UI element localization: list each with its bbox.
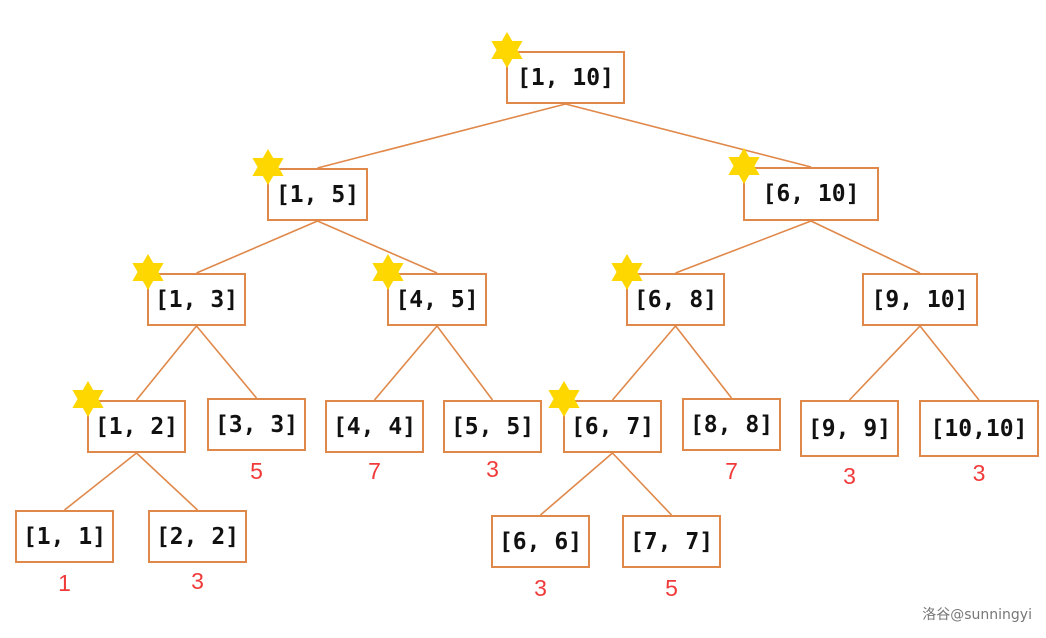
node-label: [2, 2]	[155, 523, 240, 550]
node-label: [1, 2]	[94, 413, 179, 440]
node-label: [1, 1]	[22, 523, 107, 550]
tree-edge	[195, 325, 258, 399]
node-label: [6, 10]	[762, 181, 860, 207]
node-label: [7, 7]	[629, 528, 714, 555]
node-label: [1, 3]	[154, 286, 239, 313]
node-label: [10,10]	[930, 415, 1028, 442]
tree-edge	[919, 325, 980, 401]
star-icon	[728, 147, 760, 185]
tree-node-8-8: [8, 8]	[682, 398, 781, 451]
tree-node-9-10: [9, 10]	[862, 273, 978, 326]
tree-node-4-5: [4, 5]	[387, 273, 487, 326]
node-label: [9, 10]	[871, 286, 969, 313]
node-label: [6, 6]	[498, 528, 583, 555]
node-value: 7	[368, 458, 381, 484]
node-label: [6, 8]	[633, 286, 718, 313]
tree-edge	[135, 452, 199, 511]
watermark: 洛谷@sunningyi	[922, 607, 1032, 623]
tree-node-1-5: [1, 5]	[267, 168, 368, 221]
tree-edge	[539, 452, 614, 516]
star-icon	[252, 148, 284, 186]
node-label: [1, 10]	[517, 64, 614, 91]
node-value: 3	[534, 575, 547, 601]
tree-node-2-2: [2, 2]	[148, 510, 247, 563]
tree-node-6-7: [6, 7]	[563, 400, 662, 453]
node-label: [8, 8]	[689, 411, 774, 438]
tree-node-9-9: [9, 9]	[800, 400, 899, 457]
tree-node-1-2: [1, 2]	[87, 400, 186, 453]
node-value: 3	[843, 463, 856, 489]
tree-edge	[135, 325, 198, 401]
tree-node-6-10: [6, 10]	[743, 167, 879, 221]
tree-node-1-10: [1, 10]	[506, 51, 625, 104]
tree-edge	[810, 220, 921, 274]
tree-edge	[373, 325, 438, 401]
tree-edge	[317, 103, 566, 169]
node-label: [3, 3]	[214, 411, 299, 438]
tree-node-6-8: [6, 8]	[626, 273, 725, 326]
node-label: [4, 4]	[332, 413, 417, 440]
node-label: [4, 5]	[395, 286, 479, 313]
node-value: 3	[486, 456, 499, 482]
tree-node-4-4: [4, 4]	[325, 400, 424, 453]
node-label: [5, 5]	[450, 413, 535, 440]
tree-edge	[317, 220, 438, 274]
node-value: 5	[250, 458, 263, 484]
tree-node-10-10: [10,10]	[919, 400, 1039, 457]
tree-edge	[675, 220, 812, 274]
tree-edge	[436, 325, 494, 401]
star-icon	[372, 253, 404, 291]
tree-node-5-5: [5, 5]	[443, 400, 542, 453]
tree-edge	[848, 325, 921, 401]
node-value: 1	[58, 570, 71, 596]
star-icon	[132, 253, 164, 291]
star-icon	[611, 253, 643, 291]
star-icon	[548, 380, 580, 418]
tree-node-1-1: [1, 1]	[15, 510, 114, 563]
node-value: 7	[725, 458, 738, 484]
star-icon	[491, 31, 523, 69]
tree-edge	[196, 220, 318, 274]
node-value: 3	[972, 460, 986, 486]
tree-edge	[674, 325, 733, 399]
tree-node-1-3: [1, 3]	[147, 273, 246, 326]
node-label: [1, 5]	[275, 181, 360, 208]
tree-edge	[565, 103, 812, 168]
node-label: [6, 7]	[570, 413, 655, 440]
tree-edge	[64, 452, 137, 511]
node-label: [9, 9]	[807, 415, 892, 442]
tree-edge	[611, 452, 673, 516]
node-value: 3	[191, 568, 204, 594]
star-icon	[72, 380, 104, 418]
node-value: 5	[665, 575, 678, 601]
tree-node-3-3: [3, 3]	[207, 398, 306, 451]
tree-node-6-6: [6, 6]	[491, 515, 590, 568]
tree-node-7-7: [7, 7]	[622, 515, 721, 568]
tree-edge	[611, 325, 677, 401]
